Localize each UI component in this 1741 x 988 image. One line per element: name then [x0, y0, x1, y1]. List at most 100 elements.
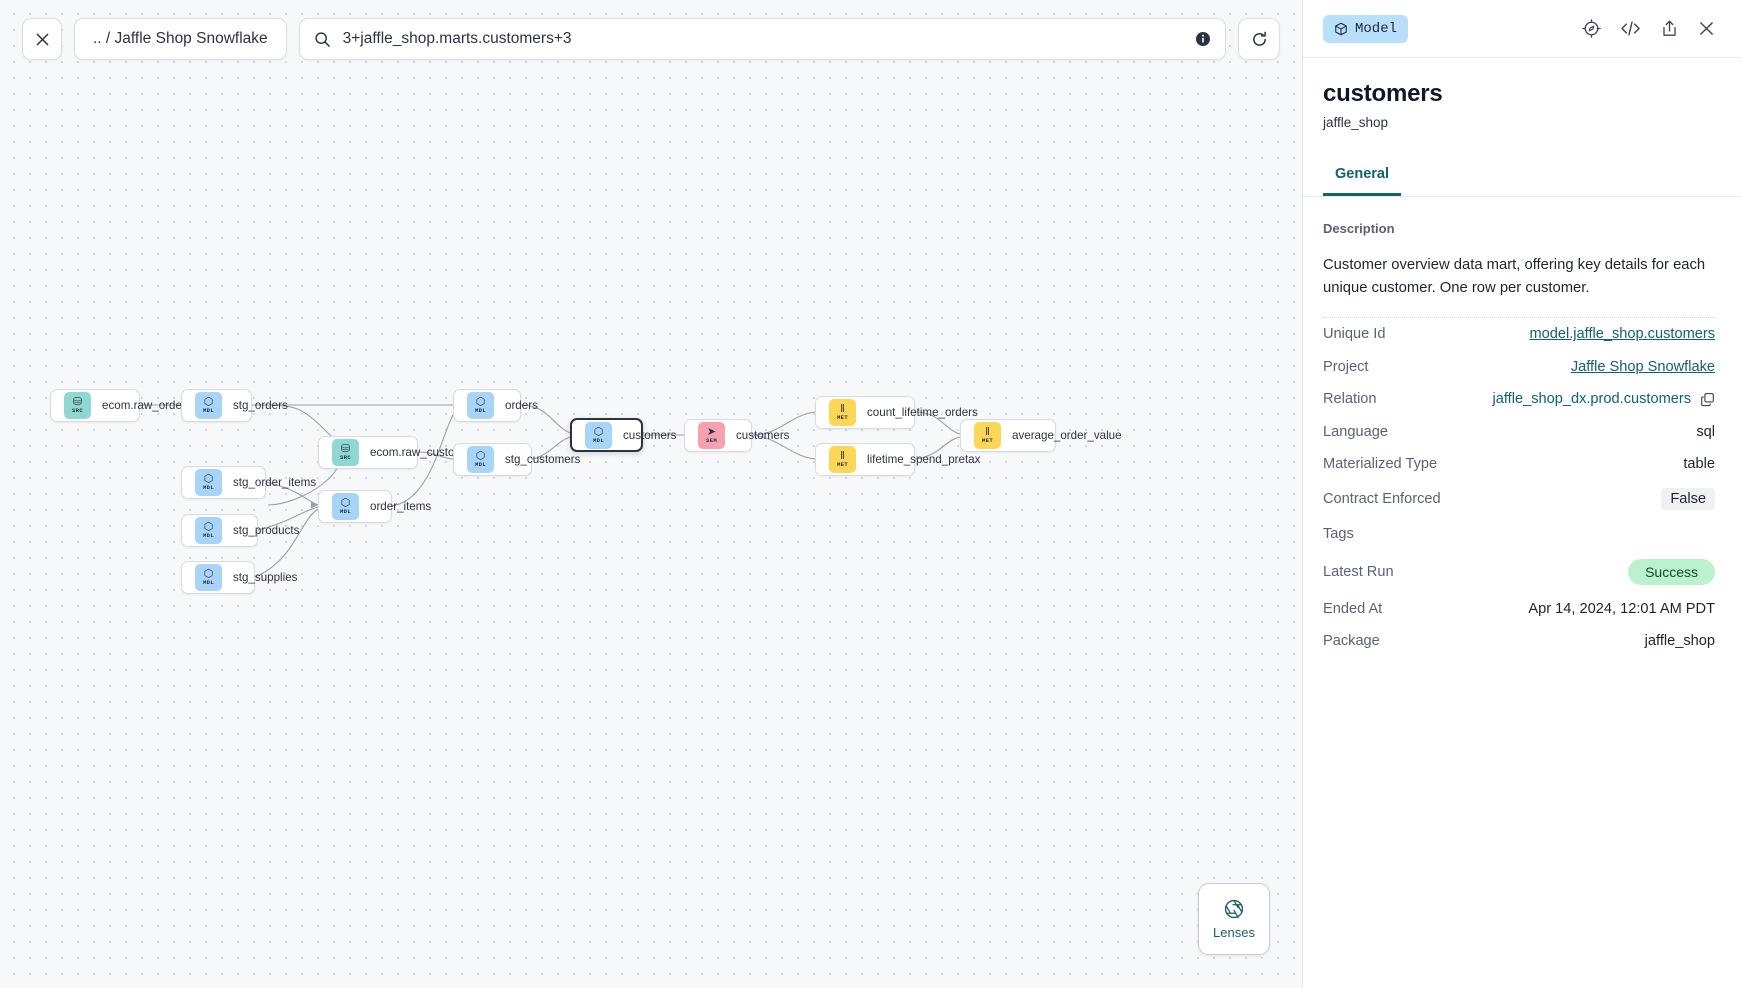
detail-row: Latest Run Success	[1323, 551, 1715, 593]
page-subtitle: jaffle_shop	[1323, 115, 1389, 130]
detail-key: Latest Run	[1323, 563, 1394, 580]
detail-row: Relation jaffle_shop_dx.prod.customers	[1323, 383, 1715, 415]
detail-value: sql	[1696, 423, 1715, 440]
detail-key: Package	[1323, 633, 1380, 650]
relation-text: jaffle_shop_dx.prod.customers	[1492, 391, 1691, 408]
mdl-badge-icon: ⬡MDL	[467, 392, 494, 419]
detail-value: Apr 14, 2024, 12:01 AM PDT	[1528, 600, 1715, 617]
detail-row: Contract Enforced False	[1323, 480, 1715, 518]
divider	[1323, 317, 1715, 319]
lineage-node-label: stg_customers	[505, 453, 581, 466]
detail-value: jaffle_shop	[1644, 633, 1715, 650]
lenses-label: Lenses	[1213, 925, 1255, 940]
details-panel-title-block: customers jaffle_shop	[1303, 58, 1741, 130]
detail-value-badge: False	[1661, 488, 1715, 511]
copy-icon[interactable]	[1700, 392, 1715, 407]
mdl-badge-icon: ⬡MDL	[467, 446, 494, 473]
description-label: Description	[1323, 221, 1395, 236]
lineage-node-label: stg_supplies	[233, 571, 298, 584]
search-icon	[314, 31, 330, 47]
lineage-node-stg_customers[interactable]: ⬡MDL stg_customers	[453, 443, 580, 476]
detail-row: Project Jaffle Shop Snowflake	[1323, 351, 1715, 383]
info-icon[interactable]	[1195, 31, 1211, 47]
met-badge-icon: ‖MET	[974, 422, 1001, 449]
mdl-badge-icon: ⬡MDL	[195, 517, 222, 544]
lineage-node-label: stg_orders	[233, 399, 288, 412]
lineage-node-label: count_lifetime_orders	[867, 406, 978, 419]
details-panel: Model	[1302, 0, 1741, 988]
lineage-node-label: stg_products	[233, 524, 300, 537]
lineage-node-label: ecom.raw_orders	[102, 399, 192, 412]
description-text: Customer overview data mart, offering ke…	[1323, 257, 1706, 296]
share-icon[interactable]	[1660, 19, 1679, 38]
detail-value: table	[1683, 456, 1715, 472]
status-badge: Success	[1628, 558, 1715, 585]
page-title: customers	[1323, 80, 1443, 107]
lenses-button[interactable]: Lenses	[1198, 883, 1270, 955]
close-lineage-button[interactable]	[22, 18, 62, 60]
lineage-node-label: stg_order_items	[233, 476, 317, 489]
details-panel-body: Description Customer overview data mart,…	[1303, 197, 1741, 988]
lineage-node-ecom_raw_orders[interactable]: ⛁SRC ecom.raw_orders	[50, 389, 192, 422]
close-icon	[36, 33, 48, 45]
refresh-button[interactable]	[1238, 18, 1280, 60]
src-badge-icon: ⛁SRC	[64, 392, 91, 419]
sem-badge-icon: ➤SEM	[698, 422, 725, 449]
detail-key: Language	[1323, 423, 1388, 440]
lineage-node-label: customers	[736, 429, 790, 442]
code-icon[interactable]	[1620, 19, 1641, 38]
detail-row: Materialized Type table	[1323, 448, 1715, 480]
lineage-node-lifetime_spend_pretax[interactable]: ‖MET lifetime_spend_pretax	[815, 443, 980, 476]
lineage-node-stg_orders[interactable]: ⬡MDL stg_orders	[181, 389, 288, 422]
met-badge-icon: ‖MET	[829, 399, 856, 426]
compass-icon[interactable]	[1582, 19, 1601, 38]
lineage-node-label: lifetime_spend_pretax	[867, 453, 981, 466]
detail-value-link[interactable]: Jaffle Shop Snowflake	[1570, 358, 1715, 375]
search-box[interactable]	[298, 18, 1226, 60]
close-icon[interactable]	[1698, 20, 1715, 37]
mdl-badge-icon: ⬡MDL	[585, 421, 612, 449]
met-badge-icon: ‖MET	[829, 446, 856, 473]
breadcrumb[interactable]: .. / Jaffle Shop Snowflake	[74, 18, 287, 60]
detail-key: Tags	[1323, 526, 1354, 543]
lineage-node-label: customers	[623, 428, 677, 442]
lineage-node-average_order_value[interactable]: ‖MET average_order_value	[960, 419, 1122, 452]
mdl-badge-icon: ⬡MDL	[195, 469, 222, 496]
refresh-icon	[1252, 31, 1266, 46]
detail-value-relation[interactable]: jaffle_shop_dx.prod.customers	[1493, 391, 1715, 407]
resource-type-label: Model	[1355, 20, 1398, 37]
lineage-node-stg_products[interactable]: ⬡MDL stg_products	[181, 514, 299, 547]
detail-key: Ended At	[1323, 600, 1383, 617]
details-panel-header: Model	[1303, 0, 1741, 58]
lineage-node-stg_order_items[interactable]: ⬡MDL stg_order_items	[181, 466, 316, 499]
lineage-node-label: average_order_value	[1012, 429, 1122, 442]
lineage-node-customers_semantic[interactable]: ➤SEM customers	[684, 419, 789, 452]
tab-general[interactable]: General	[1323, 158, 1401, 196]
lineage-node-orders[interactable]: ⬡MDL orders	[453, 389, 538, 422]
detail-row: Ended At Apr 14, 2024, 12:01 AM PDT	[1323, 593, 1715, 625]
detail-key: Unique Id	[1323, 326, 1386, 343]
panel-header-actions	[1582, 19, 1715, 38]
detail-key: Project	[1323, 358, 1369, 375]
cube-icon	[1335, 22, 1347, 35]
lineage-node-label: order_items	[370, 500, 432, 513]
detail-key: Relation	[1323, 391, 1377, 408]
mdl-badge-icon: ⬡MDL	[195, 392, 222, 419]
lineage-node-customers_model[interactable]: ⬡MDL customers	[570, 418, 676, 452]
detail-key: Contract Enforced	[1323, 491, 1441, 508]
resource-type-chip[interactable]: Model	[1323, 14, 1409, 43]
search-input[interactable]	[342, 30, 1183, 48]
detail-row: Language sql	[1323, 415, 1715, 447]
detail-row: Package jaffle_shop	[1323, 625, 1715, 657]
lineage-node-label: orders	[505, 399, 538, 412]
detail-value-link[interactable]: model.jaffle_shop.customers	[1529, 326, 1716, 343]
detail-key: Materialized Type	[1323, 456, 1438, 472]
lineage-node-count_lifetime_orders[interactable]: ‖MET count_lifetime_orders	[815, 396, 978, 429]
lineage-toolbar: .. / Jaffle Shop Snowflake	[0, 0, 1302, 78]
